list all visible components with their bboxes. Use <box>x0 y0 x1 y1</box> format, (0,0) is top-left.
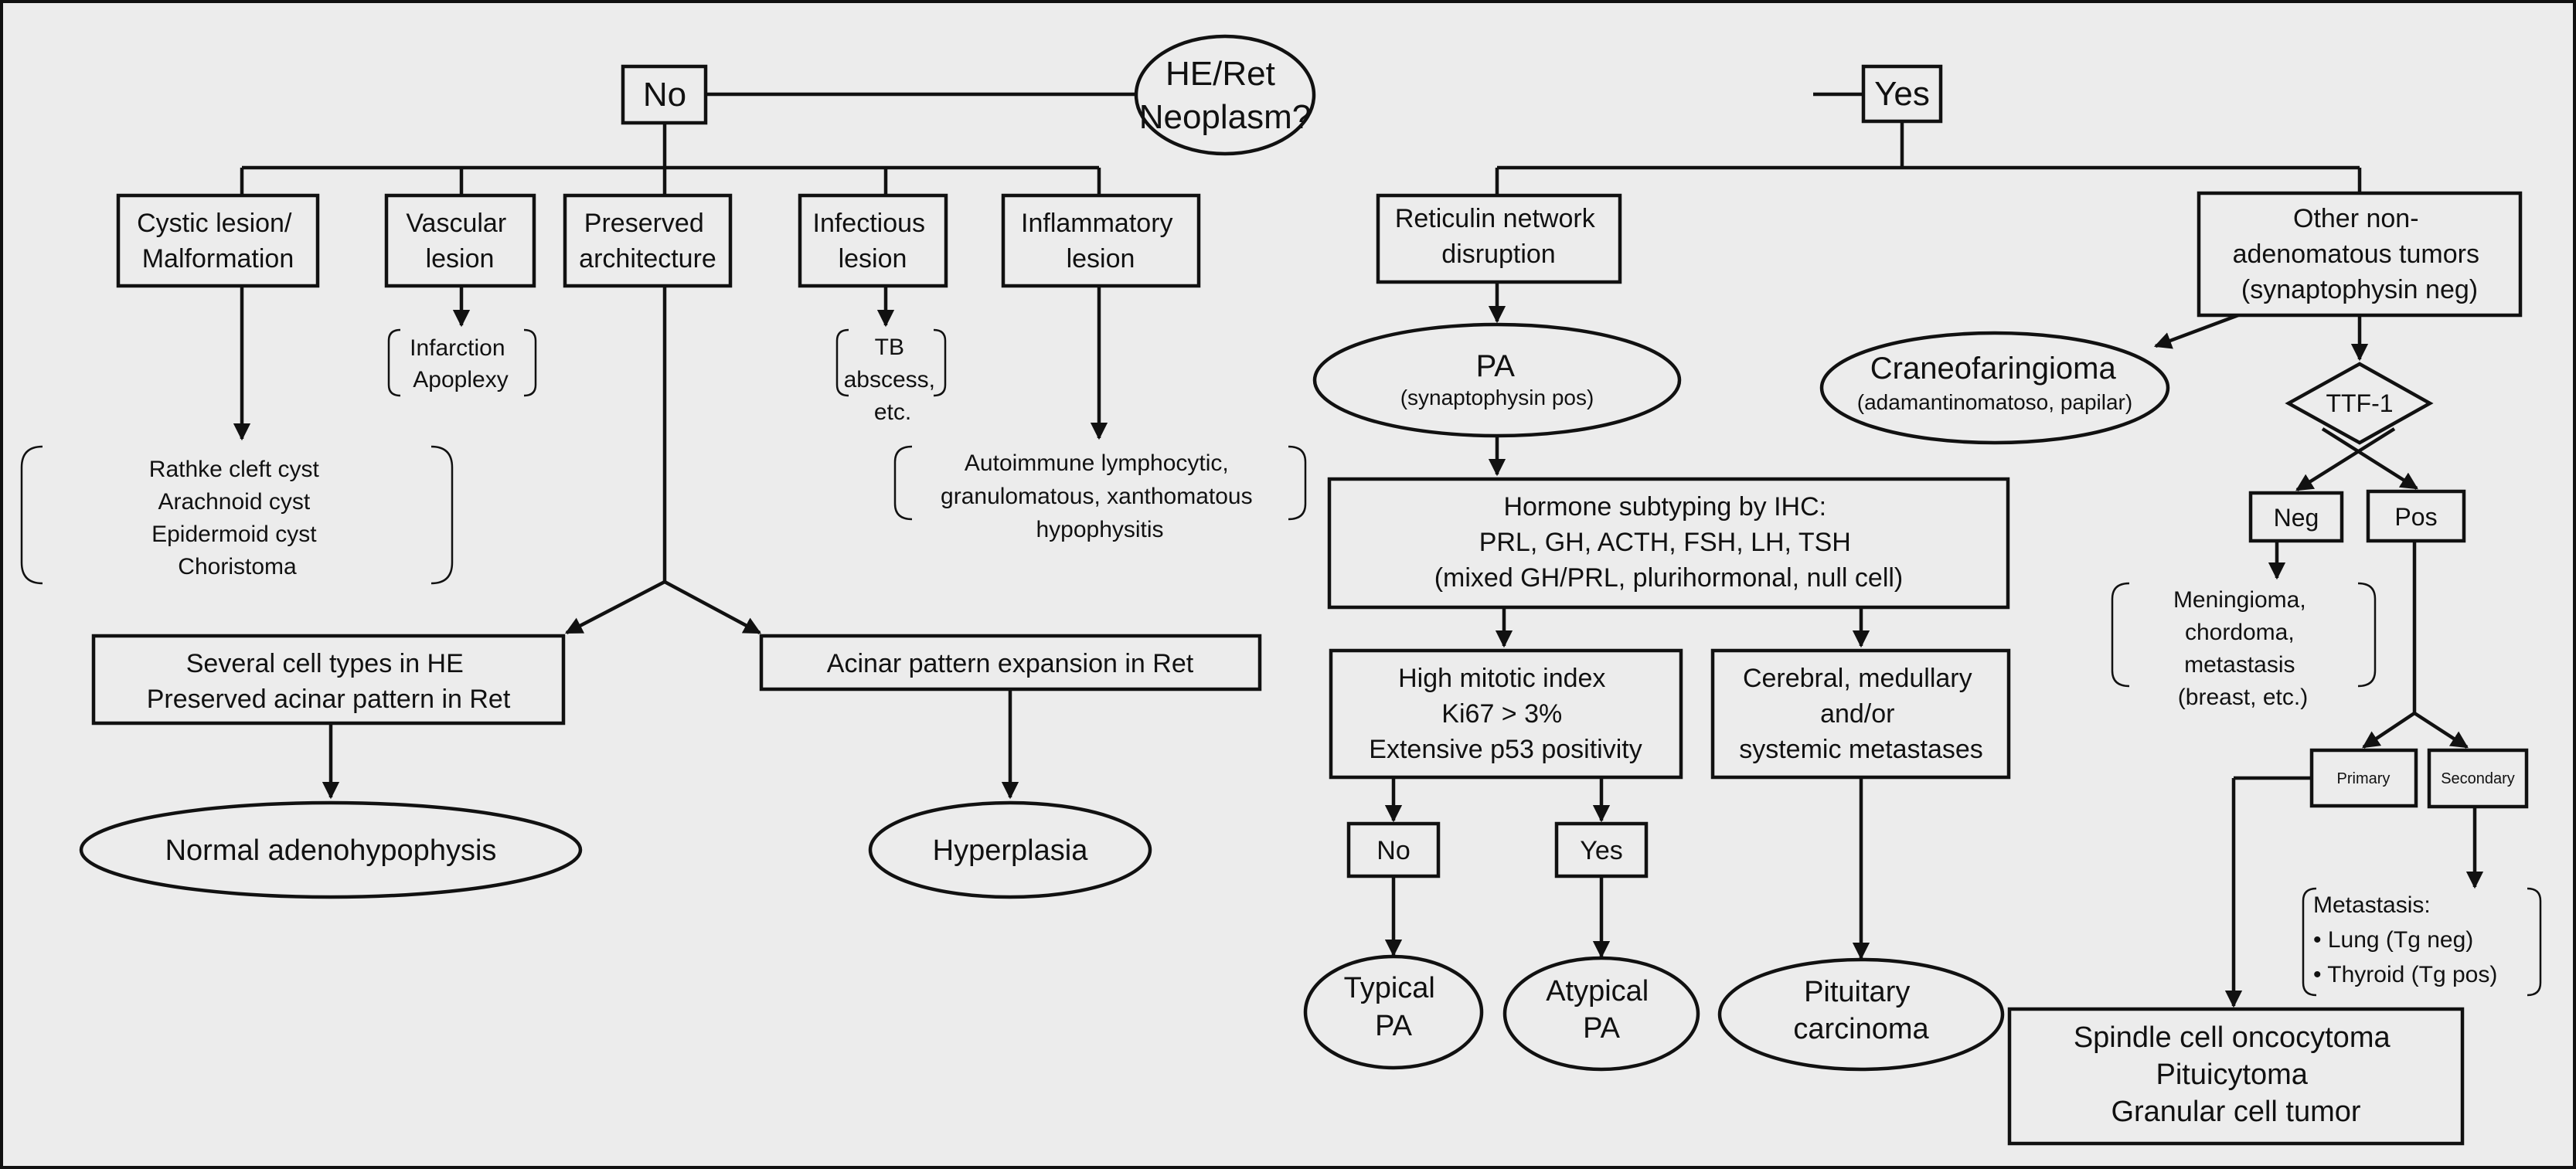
secondary-label: Secondary <box>2441 770 2515 787</box>
normal-ellipse <box>79 800 583 899</box>
pa-label: PA (synaptophysin pos) <box>1400 349 1594 409</box>
other-box <box>2197 191 2523 318</box>
ttf1-diamond <box>2285 362 2434 445</box>
brace-tb <box>835 328 849 397</box>
brace-metastasis <box>2302 887 2317 997</box>
labels: HE/Ret Neoplasm? No Yes Cystic lesion/ M… <box>137 55 2515 1128</box>
primary-box <box>2309 748 2418 808</box>
vascular-box <box>384 193 536 288</box>
pos-label: Pos <box>2394 503 2437 531</box>
mitotic-label: High mitotic index Ki67 > 3% Extensive p… <box>1369 664 1642 764</box>
atypical-ellipse <box>1502 956 1700 1072</box>
tb-label: TB abscess, etc. <box>844 335 942 425</box>
cystic-label: Cystic lesion/ Malformation <box>137 209 299 274</box>
infarction-label: Infarction Apoplexy <box>410 335 512 392</box>
root-node <box>1134 34 1316 156</box>
neg-label: Neg <box>2274 504 2319 532</box>
other-label: Other non- adenomatous tumors (synaptoph… <box>2233 204 2487 304</box>
no2-label: No <box>1376 836 1410 865</box>
shapes <box>79 34 2529 1146</box>
reticulin-box <box>1376 193 1622 284</box>
vascular-label: Vascular lesion <box>406 209 513 274</box>
spindle-label: Spindle cell oncocytoma Pituicytoma Gran… <box>2074 1021 2398 1128</box>
meningioma-label: Meningioma, chordoma, metastasis (breast… <box>2173 587 2312 710</box>
cerebral-box <box>1710 648 2011 780</box>
carcinoma-ellipse <box>1717 957 2005 1072</box>
typical-label: Typical PA <box>1344 972 1444 1042</box>
secondary-box <box>2427 748 2529 809</box>
atypical-label: Atypical PA <box>1546 975 1657 1045</box>
several-label: Several cell types in HE Preserved acina… <box>147 649 511 714</box>
typical-ellipse <box>1303 954 1484 1070</box>
cranio-ellipse <box>1819 331 2170 445</box>
cysts-label: Rathke cleft cyst Arachnoid cyst Epiderm… <box>149 457 325 579</box>
brace-cysts <box>20 445 43 585</box>
yes-box <box>1861 64 1943 124</box>
inflammatory-box <box>1001 193 1201 288</box>
brace-infarction <box>387 328 401 397</box>
no-label: No <box>643 76 686 114</box>
hormone-label: Hormone subtyping by IHC: PRL, GH, ACTH,… <box>1434 492 1904 593</box>
no-box <box>621 64 708 125</box>
yes-label: Yes <box>1874 75 1930 113</box>
neg-box <box>2248 491 2344 543</box>
mitotic-box <box>1329 648 1683 780</box>
normal-label: Normal adenohypophysis <box>165 834 497 867</box>
hyperplasia-ellipse <box>868 800 1152 899</box>
cranio-label: Craneofaringioma (adamantinomatoso, papi… <box>1857 352 2132 414</box>
brace-groups <box>20 328 2542 997</box>
pa-ellipse <box>1312 322 1682 438</box>
cerebral-label: Cerebral, medullary and/or systemic meta… <box>1739 664 1983 764</box>
reticulin-label: Reticulin network disruption <box>1395 204 1602 269</box>
root-label: HE/Ret Neoplasm? <box>1139 55 1312 136</box>
several-box <box>91 634 566 726</box>
cystic-box <box>116 193 320 288</box>
brace-autoimmune <box>893 445 913 521</box>
infectious-label: Infectious lesion <box>813 209 933 274</box>
infectious-box <box>798 193 948 288</box>
brace-meningioma <box>2111 582 2130 688</box>
metastasis-label: Metastasis: • Lung (Tg neg) • Thyroid (T… <box>2313 892 2497 987</box>
hyperplasia-label: Hyperplasia <box>933 834 1089 867</box>
hormone-box <box>1327 477 2010 610</box>
carcinoma-label: Pituitary carcinoma <box>1793 976 1929 1045</box>
yes2-label: Yes <box>1580 836 1622 865</box>
inflammatory-label: Inflammatory lesion <box>1021 209 1180 274</box>
acinar-box <box>759 634 1262 692</box>
no2-box <box>1346 821 1441 878</box>
yes2-box <box>1554 821 1649 878</box>
autoimmune-label: Autoimmune lymphocytic, granulomatous, x… <box>941 450 1259 542</box>
connectors <box>233 92 2484 1008</box>
preserved-label: Preserved architecture <box>579 209 716 274</box>
preserved-box <box>563 193 733 288</box>
spindle-box <box>2007 1007 2465 1146</box>
acinar-label: Acinar pattern expansion in Ret <box>827 649 1194 678</box>
pos-box <box>2366 489 2466 543</box>
ttf1-label: TTF-1 <box>2326 389 2393 417</box>
primary-label: Primary <box>2337 770 2391 787</box>
